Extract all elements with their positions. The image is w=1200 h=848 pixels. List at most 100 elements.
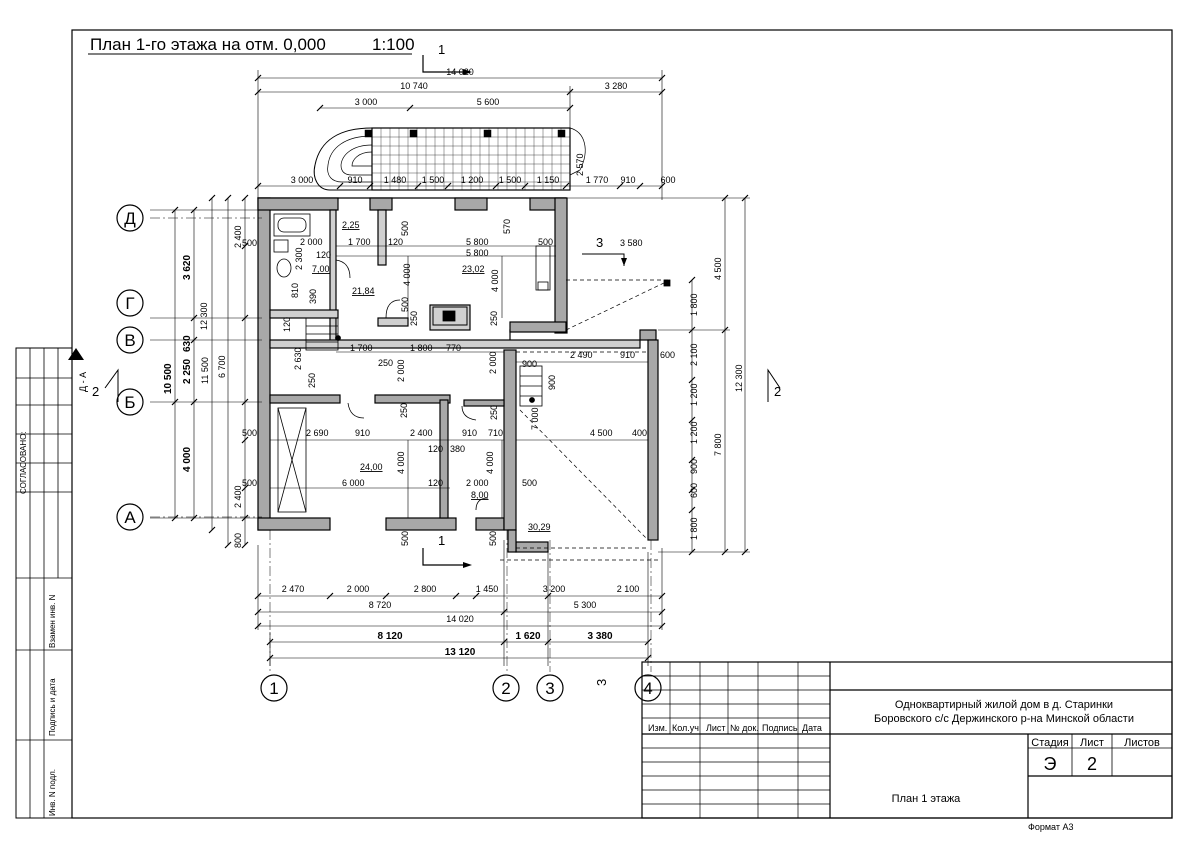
svg-text:1 700: 1 700 <box>348 237 371 247</box>
section-mark-2-right: 2 <box>767 368 781 402</box>
svg-text:500: 500 <box>400 531 410 546</box>
svg-text:14 020: 14 020 <box>446 67 474 77</box>
svg-text:2 000: 2 000 <box>300 237 323 247</box>
svg-text:3 000: 3 000 <box>355 97 378 107</box>
inv-replace-label: Взамен инв. N <box>48 594 57 648</box>
svg-text:2 250: 2 250 <box>182 359 193 384</box>
axis-markers <box>116 204 662 702</box>
svg-text:12 300: 12 300 <box>734 364 744 392</box>
axis-d: Д <box>124 209 136 228</box>
stamp-sheet-no: 2 <box>1087 754 1097 774</box>
svg-text:8 720: 8 720 <box>369 600 392 610</box>
stamp-col-date: Дата <box>802 723 822 733</box>
annex-outline <box>500 279 671 561</box>
svg-text:Д - А: Д - А <box>78 372 88 392</box>
stamp-sheet-name: План 1 этажа <box>892 793 962 805</box>
section-mark-1-bottom: 1 <box>422 533 472 568</box>
building-walls <box>257 197 659 553</box>
svg-text:11 500: 11 500 <box>200 357 210 384</box>
svg-text:7 000: 7 000 <box>530 407 540 430</box>
svg-text:390: 390 <box>308 289 318 304</box>
svg-text:800: 800 <box>233 533 243 548</box>
svg-text:1 800: 1 800 <box>689 293 699 316</box>
svg-text:2 630: 2 630 <box>293 347 303 370</box>
svg-text:570: 570 <box>502 219 512 234</box>
svg-text:1 450: 1 450 <box>476 584 499 594</box>
svg-text:500: 500 <box>488 531 498 546</box>
svg-text:910: 910 <box>620 175 635 185</box>
svg-text:2 100: 2 100 <box>689 343 699 366</box>
svg-text:810: 810 <box>290 283 300 298</box>
svg-text:2 570: 2 570 <box>575 153 585 176</box>
svg-text:6 000: 6 000 <box>342 478 365 488</box>
svg-text:10 740: 10 740 <box>400 81 428 91</box>
svg-text:910: 910 <box>347 175 362 185</box>
svg-text:900: 900 <box>689 459 699 474</box>
svg-text:600: 600 <box>660 175 675 185</box>
section-mark-da: Д - А <box>68 348 88 392</box>
svg-text:4 500: 4 500 <box>713 257 723 280</box>
svg-text:600: 600 <box>660 350 675 360</box>
svg-text:120: 120 <box>316 250 331 260</box>
stamp-col-sign: Подпись <box>762 723 798 733</box>
svg-text:500: 500 <box>242 478 257 488</box>
side-stamp <box>16 348 72 818</box>
svg-text:5 600: 5 600 <box>477 97 500 107</box>
svg-text:5 800: 5 800 <box>466 248 489 258</box>
svg-text:500: 500 <box>242 238 257 248</box>
axis-v: В <box>124 331 135 350</box>
svg-text:4 000: 4 000 <box>402 263 412 286</box>
plan-scale: 1:100 <box>372 35 415 54</box>
section-mark-3-bottom: 3 <box>594 679 609 686</box>
svg-text:13 120: 13 120 <box>445 647 476 658</box>
terrace <box>313 127 586 191</box>
svg-text:500: 500 <box>400 297 410 312</box>
svg-text:3 380: 3 380 <box>587 631 612 642</box>
svg-text:900: 900 <box>522 359 537 369</box>
room-area-6: 8,00 <box>471 490 489 500</box>
svg-text:4 000: 4 000 <box>182 447 193 472</box>
sign-date-label: Подпись и дата <box>48 678 57 736</box>
svg-text:3 620: 3 620 <box>182 255 193 280</box>
dimensions-left: 10 500 3 620 630 2 250 4 000 11 500 12 3… <box>163 225 257 548</box>
axis-2: 2 <box>501 679 510 698</box>
svg-text:500: 500 <box>242 428 257 438</box>
svg-text:2 690: 2 690 <box>306 428 329 438</box>
svg-text:1: 1 <box>438 533 445 548</box>
axis-3: 3 <box>545 679 554 698</box>
svg-text:120: 120 <box>282 317 292 332</box>
svg-text:1 200: 1 200 <box>689 421 699 444</box>
stamp-sheets-label: Листов <box>1124 737 1160 749</box>
svg-text:3 000: 3 000 <box>291 175 314 185</box>
svg-text:910: 910 <box>355 428 370 438</box>
dimension-ticks <box>171 74 749 662</box>
svg-text:250: 250 <box>489 311 499 326</box>
room-area-2: 7,00 <box>312 264 330 274</box>
svg-text:120: 120 <box>388 237 403 247</box>
svg-text:5 300: 5 300 <box>574 600 597 610</box>
svg-text:8 120: 8 120 <box>377 631 402 642</box>
stamp-project-line1: Одноквартирный жилой дом в д. Старинки <box>895 699 1113 711</box>
svg-text:1 800: 1 800 <box>410 343 433 353</box>
svg-text:1 620: 1 620 <box>515 631 540 642</box>
svg-text:2: 2 <box>774 384 781 399</box>
stamp-col-count: Кол.уч <box>672 723 699 733</box>
room-area-1: 2,25 <box>342 220 360 230</box>
svg-text:2 000: 2 000 <box>466 478 489 488</box>
axis-a: А <box>124 508 136 527</box>
dimension-lines <box>150 70 750 666</box>
svg-text:2 100: 2 100 <box>617 584 640 594</box>
svg-text:5 800: 5 800 <box>466 237 489 247</box>
section-mark-3-top: 3 <box>582 235 627 266</box>
dimensions-right: 12 300 4 500 7 800 1 800 2 100 1 200 1 2… <box>689 257 744 540</box>
svg-text:2 300: 2 300 <box>294 247 304 270</box>
svg-text:3: 3 <box>594 679 609 686</box>
svg-text:500: 500 <box>522 478 537 488</box>
dimensions-inner: 2 000 1 700 120 5 800 5 800 500 570 500 … <box>282 219 675 546</box>
svg-text:400: 400 <box>632 428 647 438</box>
stamp-col-sheet: Лист <box>706 723 726 733</box>
svg-text:12 300: 12 300 <box>199 302 209 330</box>
svg-text:4 000: 4 000 <box>485 451 495 474</box>
stamp-col-doc: № док. <box>730 723 759 733</box>
svg-text:2 000: 2 000 <box>347 584 370 594</box>
